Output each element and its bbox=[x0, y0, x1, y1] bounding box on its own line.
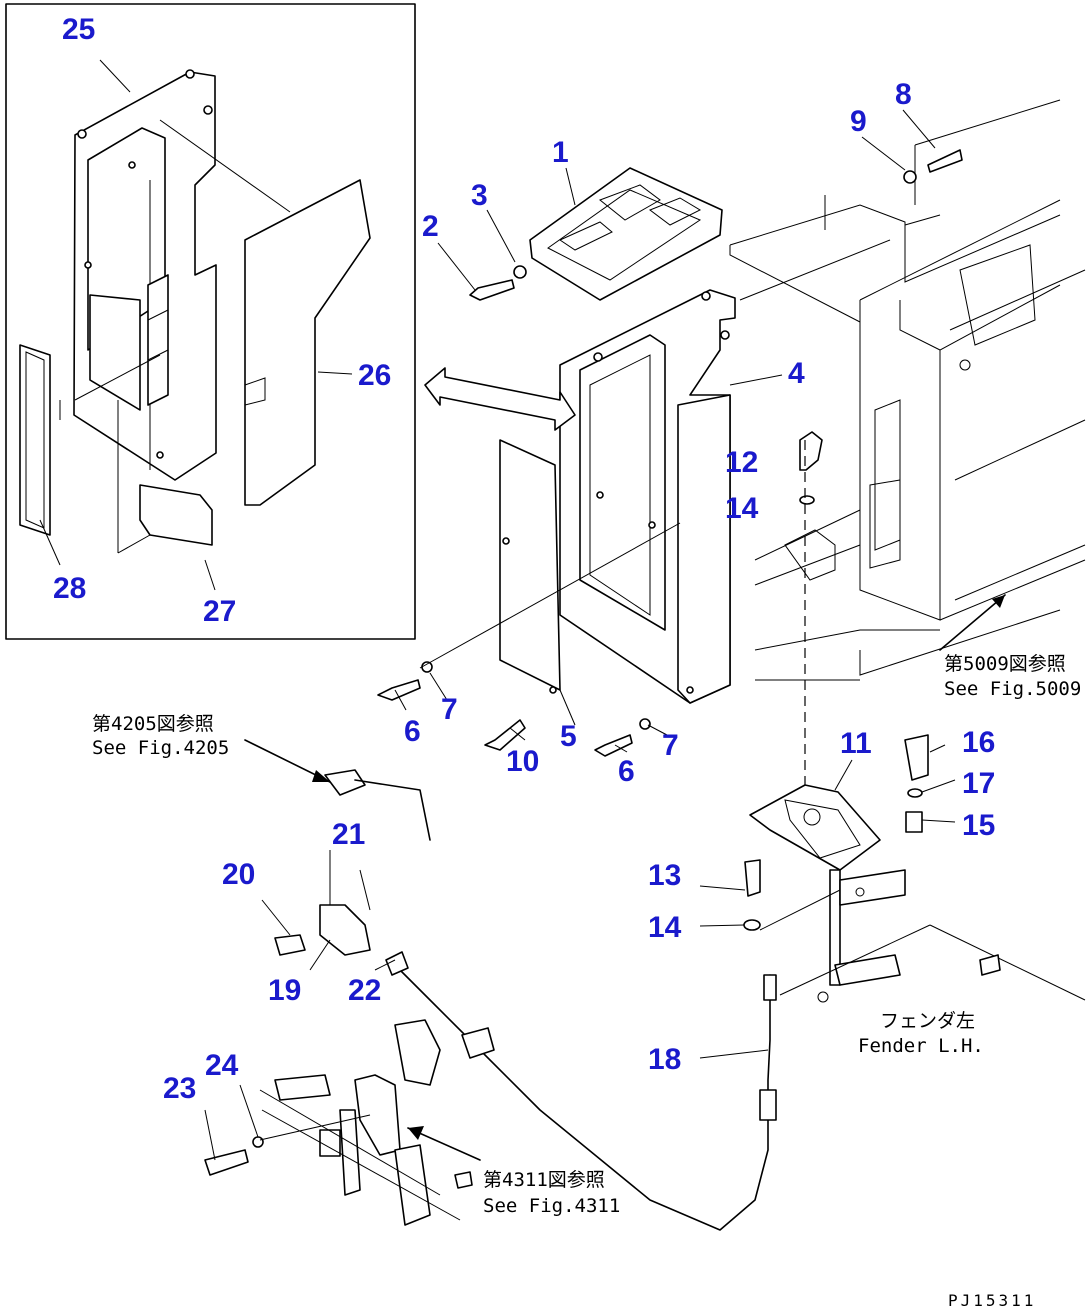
callout-6-right: 6 bbox=[618, 755, 635, 788]
ref-4205-jp: 第4205図参照 bbox=[92, 713, 214, 735]
inner-cover-part bbox=[73, 69, 217, 481]
top-cover-part bbox=[529, 167, 723, 301]
callout-21: 21 bbox=[332, 818, 365, 851]
callout-15: 15 bbox=[962, 809, 995, 842]
callout-8: 8 bbox=[895, 78, 912, 111]
collar-15 bbox=[905, 811, 923, 833]
ref-4311-jp: 第4311図参照 bbox=[483, 1169, 605, 1191]
bolt-6-right bbox=[594, 734, 633, 757]
ref-5009-arrowhead bbox=[992, 595, 1005, 608]
callout-23: 23 bbox=[163, 1072, 196, 1105]
fender-label-en: Fender L.H. bbox=[858, 1035, 984, 1057]
reference-notes: 第5009図参照 See Fig.5009 第4205図参照 See Fig.4… bbox=[92, 653, 1081, 1310]
washer-17 bbox=[907, 788, 923, 798]
callout-9: 9 bbox=[850, 105, 867, 138]
callout-28: 28 bbox=[53, 572, 86, 605]
drawing-code: PJ15311 bbox=[948, 1291, 1036, 1310]
callout-18: 18 bbox=[648, 1043, 681, 1076]
panel-plate-part bbox=[499, 439, 561, 691]
callout-27: 27 bbox=[203, 595, 236, 628]
callout-12: 12 bbox=[725, 446, 758, 479]
main-assembly bbox=[204, 99, 1086, 1231]
callout-10: 10 bbox=[506, 745, 539, 778]
washer-7-right bbox=[639, 718, 651, 730]
bolt-16 bbox=[904, 734, 929, 781]
ref-4311-arrowhead bbox=[408, 1126, 424, 1140]
callout-6-left: 6 bbox=[404, 715, 421, 748]
side-plate-part bbox=[244, 179, 371, 506]
washer-14-lower bbox=[743, 919, 761, 931]
bolt-6-left bbox=[377, 679, 421, 701]
bolt-2 bbox=[469, 279, 515, 301]
tower-frame-part bbox=[559, 289, 736, 704]
callout-25: 25 bbox=[62, 13, 95, 46]
washer-3 bbox=[513, 265, 527, 279]
callout-2: 2 bbox=[422, 210, 439, 243]
callout-1: 1 bbox=[552, 136, 569, 169]
callout-3: 3 bbox=[471, 179, 488, 212]
callout-14-upper: 14 bbox=[725, 492, 759, 525]
bolt-10 bbox=[484, 719, 526, 751]
ref-4311-en: See Fig.4311 bbox=[483, 1195, 620, 1217]
inset-panel bbox=[5, 3, 416, 640]
callout-14-lower: 14 bbox=[648, 911, 682, 944]
callout-5: 5 bbox=[560, 720, 577, 753]
callout-13: 13 bbox=[648, 859, 681, 892]
callout-17: 17 bbox=[962, 767, 995, 800]
washer-7-left bbox=[421, 661, 433, 673]
callout-labels: 1 2 3 4 5 6 6 7 7 8 9 10 11 12 13 14 14 … bbox=[53, 13, 995, 1105]
callout-4: 4 bbox=[788, 357, 805, 390]
cable-part bbox=[385, 951, 777, 1231]
callout-16: 16 bbox=[962, 726, 995, 759]
reference-arrow bbox=[424, 367, 576, 431]
washer-9 bbox=[903, 170, 917, 184]
callout-24: 24 bbox=[205, 1049, 239, 1082]
washer-14-upper bbox=[799, 495, 815, 505]
bolt-13 bbox=[744, 859, 761, 897]
ref-4205-en: See Fig.4205 bbox=[92, 737, 229, 759]
callout-26: 26 bbox=[358, 359, 391, 392]
callout-20: 20 bbox=[222, 858, 255, 891]
ref-5009-en: See Fig.5009 bbox=[944, 678, 1081, 700]
gasket-part bbox=[19, 344, 51, 536]
callout-19: 19 bbox=[268, 974, 301, 1007]
lever-assembly bbox=[204, 769, 473, 1226]
bolt-12 bbox=[799, 431, 823, 471]
ref-5009-arrow bbox=[939, 594, 1006, 651]
callout-7-left: 7 bbox=[441, 693, 458, 726]
bracket-part bbox=[749, 784, 906, 986]
pad-part bbox=[139, 484, 213, 546]
callout-22: 22 bbox=[348, 974, 381, 1007]
callout-11: 11 bbox=[840, 727, 872, 760]
callout-7-right: 7 bbox=[662, 729, 679, 762]
fender-label-jp: フェンダ左 bbox=[880, 1010, 975, 1032]
bolt-8 bbox=[927, 149, 963, 173]
ref-4205-arrowhead bbox=[312, 770, 330, 782]
ref-5009-jp: 第5009図参照 bbox=[944, 653, 1066, 675]
